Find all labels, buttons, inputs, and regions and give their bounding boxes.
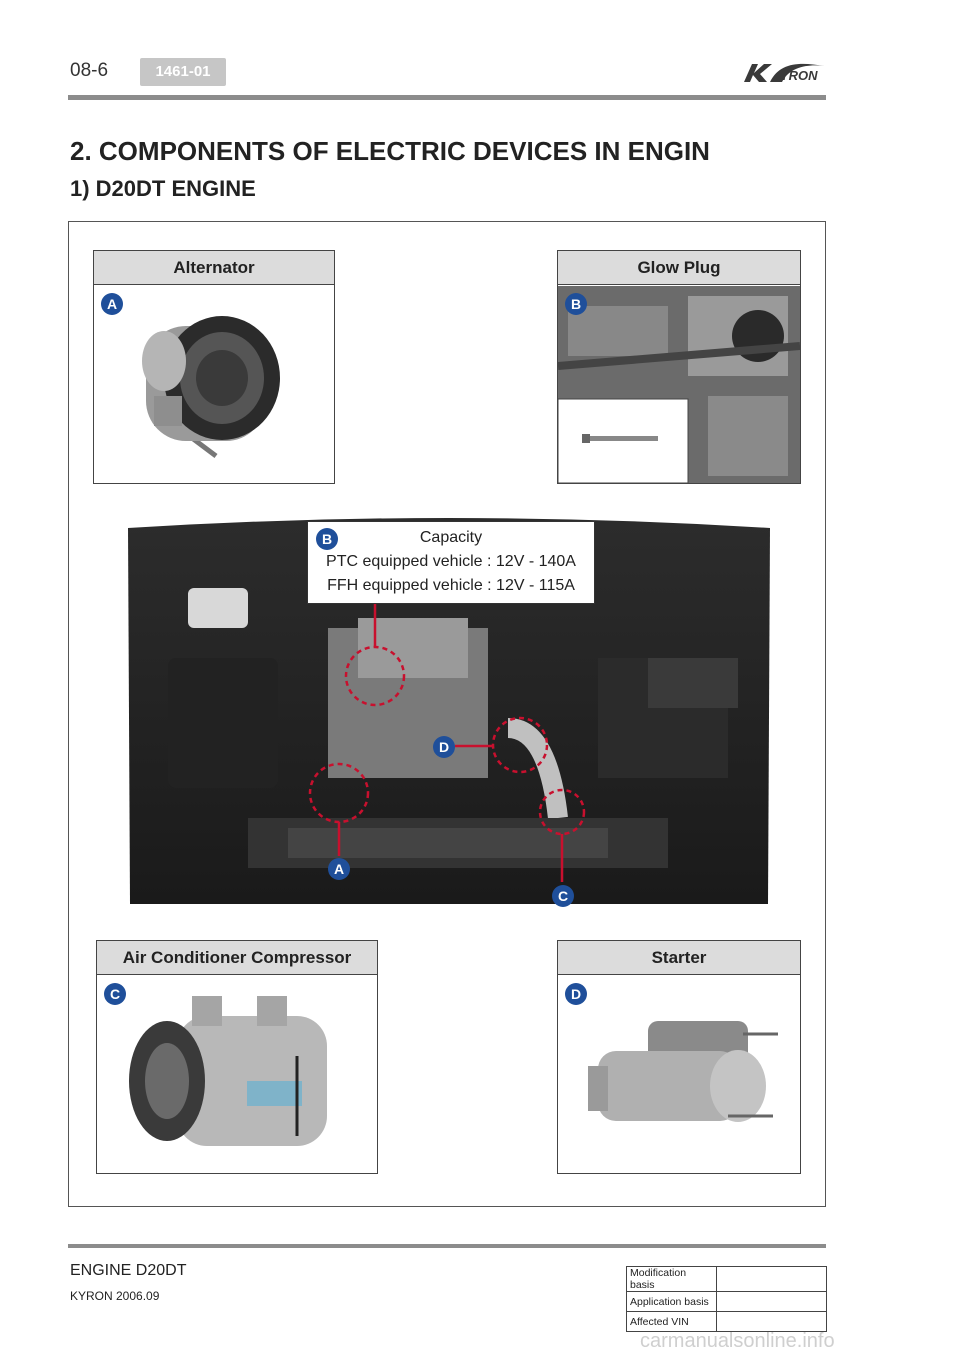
marker-badge-c: C <box>104 983 126 1005</box>
alternator-box: Alternator A <box>93 250 335 484</box>
page-title: 2. COMPONENTS OF ELECTRIC DEVICES IN ENG… <box>70 136 710 166</box>
starter-label: Starter <box>558 941 800 975</box>
modification-basis-label: Modification basis <box>626 1266 717 1292</box>
table-row: Affected VIN <box>626 1311 827 1332</box>
capacity-heading: Capacity <box>419 529 483 546</box>
marker-badge-b: B <box>565 293 587 315</box>
diagram-frame <box>68 221 826 1207</box>
glow-plug-label: Glow Plug <box>558 251 800 285</box>
engine-marker-d: D <box>433 736 455 758</box>
starter-image <box>558 976 800 1173</box>
starter-box: Starter D <box>557 940 801 1174</box>
capacity-ffh: FFH equipped vehicle : 12V - 115A <box>327 577 575 594</box>
watermark: carmanualsonline.info <box>640 1330 835 1352</box>
footer-section: ENGINE D20DT <box>70 1262 187 1279</box>
alternator-image <box>94 286 334 483</box>
kyron-logo: YRON <box>744 63 824 83</box>
section-subtitle: 1) D20DT ENGINE <box>70 176 256 201</box>
application-basis-label: Application basis <box>626 1291 717 1312</box>
header-rule <box>68 95 826 100</box>
affected-vin-label: Affected VIN <box>626 1311 717 1332</box>
capacity-ptc: PTC equipped vehicle : 12V - 140A <box>326 553 576 570</box>
engine-bay-photo <box>128 518 770 904</box>
ac-compressor-image <box>97 976 377 1173</box>
marker-badge-d: D <box>565 983 587 1005</box>
engine-marker-a: A <box>328 858 350 880</box>
alternator-label: Alternator <box>94 251 334 285</box>
table-row: Application basis <box>626 1291 827 1312</box>
glow-plug-image <box>558 286 800 483</box>
capacity-callout: Capacity PTC equipped vehicle : 12V - 14… <box>307 521 595 604</box>
svg-text:YRON: YRON <box>780 68 818 83</box>
modification-basis-value <box>716 1266 827 1292</box>
section-code-tab: 1461-01 <box>140 58 226 86</box>
callout-marker-b: B <box>316 528 338 550</box>
engine-marker-c: C <box>552 885 574 907</box>
ac-compressor-label: Air Conditioner Compressor <box>97 941 377 975</box>
marker-badge-a: A <box>101 293 123 315</box>
revision-table: Modification basis Application basis Aff… <box>626 1266 827 1332</box>
footer-rule <box>68 1244 826 1248</box>
glow-plug-box: Glow Plug B <box>557 250 801 484</box>
table-row: Modification basis <box>626 1266 827 1292</box>
ac-compressor-box: Air Conditioner Compressor C <box>96 940 378 1174</box>
page-number: 08-6 <box>70 60 109 81</box>
footer-model: KYRON 2006.09 <box>70 1289 160 1303</box>
affected-vin-value <box>716 1311 827 1332</box>
application-basis-value <box>716 1291 827 1312</box>
